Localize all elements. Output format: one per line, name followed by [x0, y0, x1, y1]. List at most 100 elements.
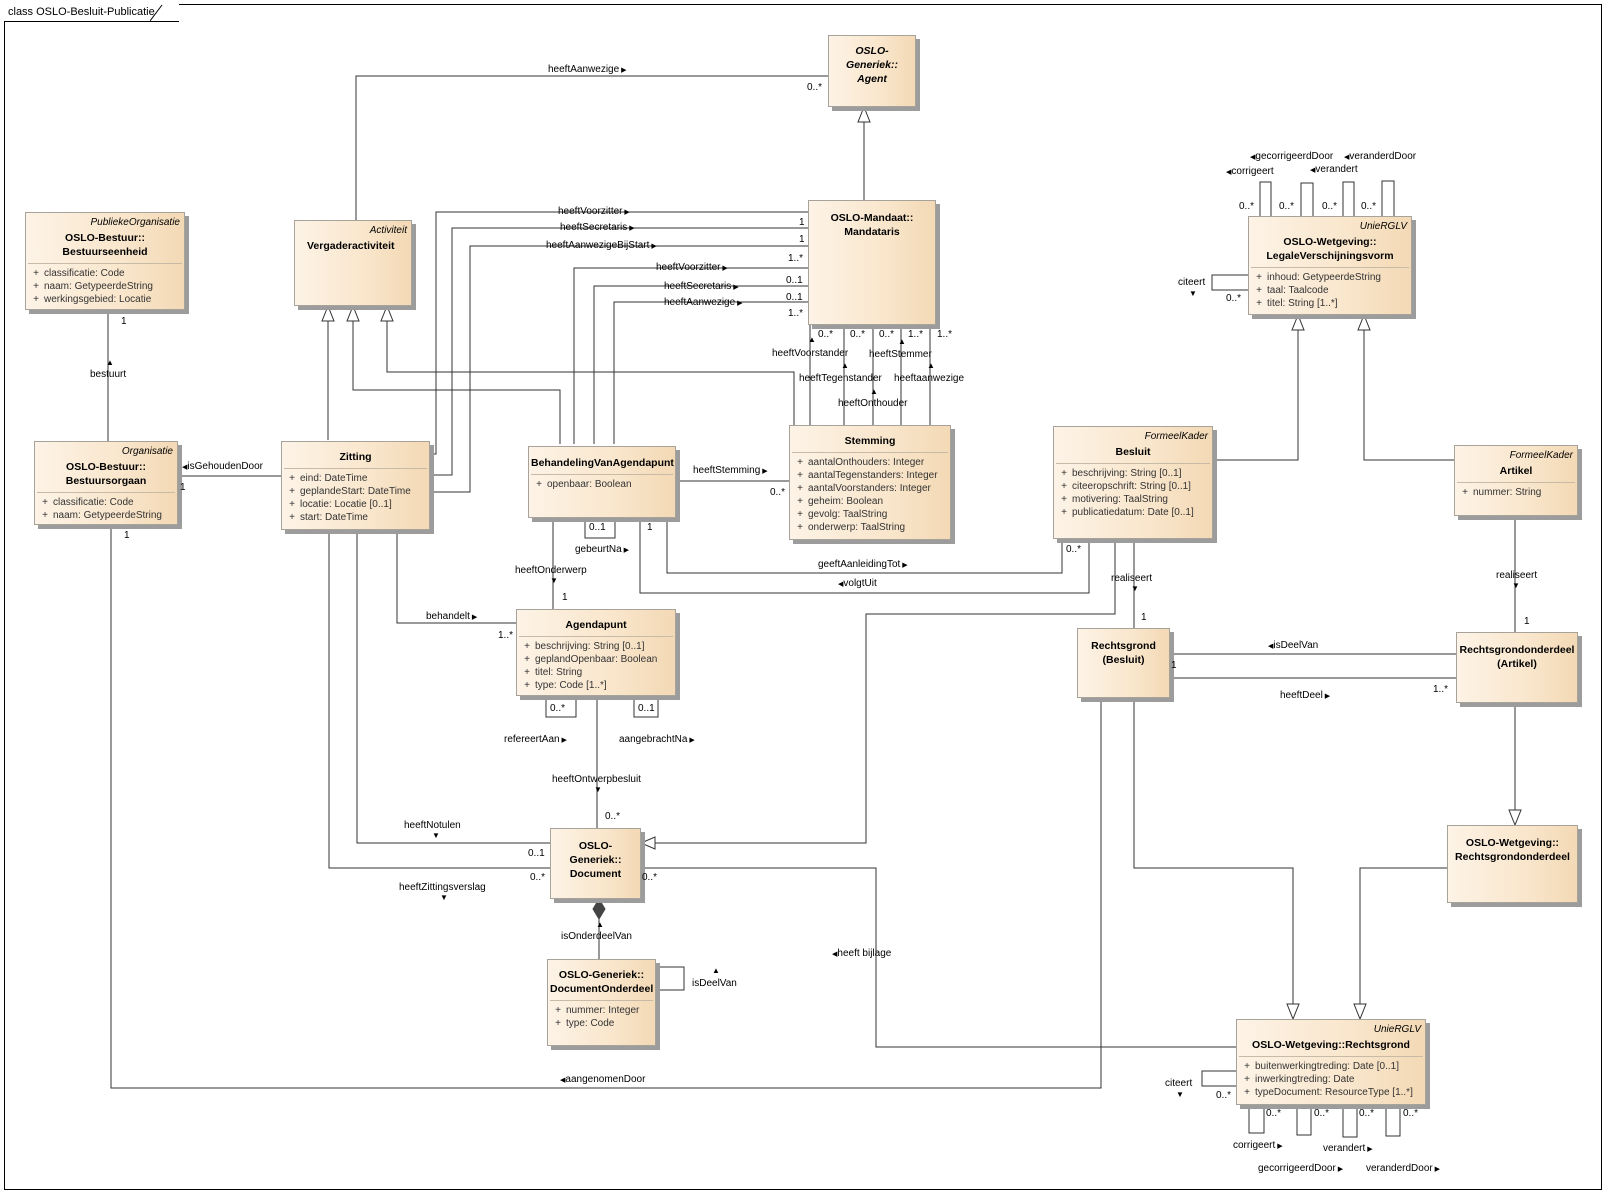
class-name: OSLO-Generiek:: DocumentOnderdeel	[550, 969, 654, 995]
attribute: +classificatie: Code	[33, 268, 125, 279]
multiplicity: 0..*	[770, 487, 786, 498]
direction-down-icon: ▼	[550, 576, 558, 585]
label-veranderddoor-top: veranderdDoor	[1344, 151, 1416, 164]
class-wetgeving-rechtsgrond[interactable]: UnieRGLV OSLO-Wetgeving::Rechtsgrond +bu…	[1236, 1019, 1426, 1105]
class-name: BehandelingVanAgendapunt	[531, 457, 674, 469]
assoc-refereertaan	[545, 696, 577, 718]
attribute: +inwerkingtreding: Date	[1244, 1074, 1355, 1085]
class-name: OSLO-Generiek:: Agent	[846, 45, 898, 85]
class-document[interactable]: OSLO-Generiek:: Document	[550, 828, 641, 899]
class-bestuursorgaan[interactable]: Organisatie OSLO-Bestuur:: Bestuursorgaa…	[34, 441, 178, 525]
class-artikel[interactable]: FormeelKader Artikel +nummer: String	[1454, 445, 1578, 516]
direction-up-icon: ▲	[596, 920, 604, 929]
class-name: Rechtsgrond (Besluit)	[1091, 640, 1156, 666]
attribute: +eind: DateTime	[289, 473, 368, 484]
attribute-list: +eind: DateTime +geplandeStart: DateTime…	[284, 468, 427, 526]
multiplicity: 0..*	[818, 329, 834, 340]
class-agent[interactable]: OSLO-Generiek:: Agent	[828, 35, 916, 107]
attribute-list: +buitenwerkingtreding: Date [0..1] +inwe…	[1239, 1056, 1423, 1101]
assoc-wr-verandert	[1342, 1105, 1358, 1138]
attribute: +werkingsgebied: Locatie	[33, 294, 152, 305]
class-stemming[interactable]: Stemming +aantalOnthouders: Integer +aan…	[789, 425, 951, 540]
direction-up-icon: ▲	[106, 358, 114, 367]
assoc-aangenomendoor	[110, 525, 1102, 1089]
label-citeert-bottom: citeert	[1165, 1078, 1193, 1089]
attribute: +titel: String	[524, 667, 583, 678]
assoc-geeftaanleidingtot	[666, 518, 1063, 574]
class-wetgeving-rechtsgrondonderdeel[interactable]: OSLO-Wetgeving:: Rechtsgrondonderdeel	[1447, 825, 1578, 903]
multiplicity: 0..1	[528, 848, 545, 859]
class-vergaderactiviteit[interactable]: Activiteit Vergaderactiviteit	[294, 220, 412, 306]
assoc-wr-gecorrigeerddoor	[1296, 1105, 1312, 1136]
direction-down-icon: ▼	[1131, 584, 1139, 593]
class-name: Rechtsgrondonderdeel (Artikel)	[1459, 644, 1575, 670]
attribute: +nummer: Integer	[555, 1005, 640, 1016]
attribute-list: +classificatie: Code +naam: GetypeerdeSt…	[37, 492, 175, 524]
label-heeftonthouder: heeftOnthouder	[838, 398, 908, 409]
attribute-list: +nummer: String	[1457, 482, 1575, 501]
attribute: +geheim: Boolean	[797, 496, 884, 507]
class-rechtsgrond-besluit[interactable]: Rechtsgrond (Besluit)	[1077, 628, 1170, 698]
multiplicity: 0..*	[1322, 201, 1338, 212]
assoc-volgtuit	[639, 518, 1090, 594]
multiplicity: 1	[180, 482, 186, 493]
multiplicity: 0..1	[589, 522, 606, 533]
label-heeftstemming: heeftStemming	[693, 465, 768, 478]
attribute: +openbaar: Boolean	[536, 479, 632, 490]
multiplicity: 1	[1171, 660, 1177, 671]
assoc-behandelt	[396, 530, 516, 624]
generalization-besluit-lv	[1213, 329, 1299, 461]
multiplicity: 0..*	[605, 811, 621, 822]
label-heeftaanwezige-stemming: heeftaanwezige	[894, 373, 965, 384]
generalization-wro-wr	[1359, 867, 1447, 1005]
multiplicity: 0..*	[1239, 201, 1255, 212]
class-stereotype: UnieRGLV	[1359, 221, 1407, 232]
generalization-besluit-document	[655, 539, 1116, 844]
direction-up-icon: ▲	[898, 337, 906, 346]
class-stereotype: FormeelKader	[1144, 431, 1208, 442]
multiplicity: 0..*	[850, 329, 866, 340]
class-stereotype: Organisatie	[121, 446, 173, 457]
class-stereotype: UnieRGLV	[1373, 1024, 1421, 1035]
class-zitting[interactable]: Zitting +eind: DateTime +geplandeStart: …	[281, 441, 430, 530]
class-name: Artikel	[1499, 465, 1533, 477]
multiplicity: 0..*	[1279, 201, 1295, 212]
assoc-lv-veranderddoor	[1381, 180, 1395, 222]
multiplicity: 0..*	[530, 872, 546, 883]
attribute-list: +aantalOnthouders: Integer +aantalTegens…	[792, 452, 948, 536]
label-aangebrachtna: aangebrachtNa	[619, 734, 695, 747]
label-verandert-bottom: verandert	[1323, 1143, 1373, 1156]
attribute: +typeDocument: ResourceType [1..*]	[1244, 1087, 1413, 1098]
attribute: +publicatiedatum: Date [0..1]	[1061, 507, 1194, 518]
assoc-aangebrachtna	[633, 696, 659, 718]
class-name: Stemming	[844, 435, 896, 447]
label-isgehoudendoor: isGehoudenDoor	[182, 461, 263, 474]
class-mandataris[interactable]: OSLO-Mandaat:: Mandataris	[808, 200, 936, 325]
assoc-wr-corrigeert	[1248, 1105, 1265, 1134]
class-documentonderdeel[interactable]: OSLO-Generiek:: DocumentOnderdeel +numme…	[547, 959, 656, 1046]
generalization-arrowhead	[1353, 1003, 1367, 1021]
class-agendapunt[interactable]: Agendapunt +beschrijving: String [0..1] …	[516, 609, 676, 696]
direction-down-icon: ▼	[440, 893, 448, 902]
attribute: +geplandeStart: DateTime	[289, 486, 411, 497]
attribute: +naam: GetypeerdeString	[42, 510, 162, 521]
multiplicity: 1	[562, 592, 568, 603]
assoc-lv-verandert	[1342, 181, 1355, 222]
attribute-list: +beschrijving: String [0..1] +citeeropsc…	[1056, 463, 1210, 521]
attribute: +type: Code	[555, 1018, 615, 1029]
generalization-arrowhead	[639, 836, 656, 850]
direction-up-icon: ▲	[870, 387, 878, 396]
class-behandelingvanagendapunt[interactable]: BehandelingVanAgendapunt +openbaar: Bool…	[528, 446, 676, 518]
composition-diamond	[592, 898, 606, 920]
multiplicity: 0..1	[638, 703, 655, 714]
class-rechtsgrondonderdeel-artikel[interactable]: Rechtsgrondonderdeel (Artikel)	[1456, 632, 1578, 703]
class-besluit[interactable]: FormeelKader Besluit +beschrijving: Stri…	[1053, 426, 1213, 539]
class-legaleverschijningsvorm[interactable]: UnieRGLV OSLO-Wetgeving:: LegaleVerschij…	[1248, 216, 1412, 315]
class-bestuurseenheid[interactable]: PubliekeOrganisatie OSLO-Bestuur:: Bestu…	[25, 212, 185, 310]
class-name: Vergaderactiviteit	[307, 240, 395, 252]
class-name: OSLO-Wetgeving::Rechtsgrond	[1252, 1039, 1410, 1051]
generalization-behandeling-vergaderactiviteit	[352, 320, 561, 444]
label-heeftvoorstander: heeftVoorstander	[772, 348, 849, 359]
label-behandelt: behandelt	[426, 611, 477, 624]
label-heeftbijlage: heeft bijlage	[832, 948, 891, 961]
